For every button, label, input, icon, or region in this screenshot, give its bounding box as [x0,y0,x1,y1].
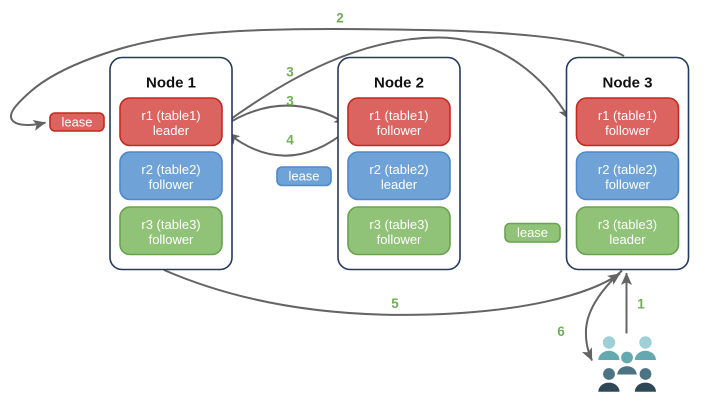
node-3-title: Node 3 [602,75,652,92]
lease-red-label: lease [61,115,92,130]
node-3-replica-r1: r1 (table1) follower [575,97,680,147]
node-3-replica-r2-role: follower [605,177,650,192]
user-front-right [634,368,656,392]
user-back-left [598,336,620,360]
node-2-title: Node 2 [374,75,424,92]
arrow-step4-node2-to-node1 [226,128,349,157]
node-1-replica-r3-range: r3 (table3) [141,217,200,232]
user-middle-head [621,351,633,364]
node-3-replica-r3: r3 (table3) leader [575,206,680,256]
node-1-replica-r1-box [119,97,223,147]
user-back-right-body [634,350,656,360]
node-3-replica-r2: r2 (table2) follower [575,151,680,201]
node-2-replica-r3-box [347,206,451,256]
node-1-replica-r3: r3 (table3) follower [119,206,223,256]
lease-green: lease [504,222,561,243]
node-1: Node 1 r1 (table1) leader r2 (table2) fo… [109,56,233,271]
node-3-replica-r2-range: r2 (table2) [598,162,657,177]
users-group-icon [598,336,656,392]
node-2-replica-r2-range: r2 (table2) [369,162,428,177]
arrow-step2-node3-to-lease1 [9,28,625,131]
step-3b-label: 3 [286,94,294,109]
arrow-step3-node1-to-node2 [222,104,348,128]
user-middle-body [617,366,637,375]
lease-red-box [49,112,105,132]
node-3-replica-r1-box [575,97,680,147]
node-2-replica-r3-range: r3 (table3) [369,217,428,232]
node-1-replica-r2: r2 (table2) follower [119,151,223,201]
step-2-label: 2 [336,10,344,25]
step-1-label: 1 [637,297,645,312]
node-3: Node 3 r1 (table1) follower r2 (table2) … [565,56,690,271]
arrow-step5-node1-to-node3 [163,269,621,316]
node-3-replica-r1-range: r1 (table1) [598,108,657,123]
node-1-replica-r2-range: r2 (table2) [141,162,200,177]
user-back-right-head [639,336,652,349]
step-4-label: 4 [286,132,294,147]
node-2-replica-r3: r3 (table3) follower [347,206,451,256]
node-2: Node 2 r1 (table1) follower r2 (table2) … [337,56,461,271]
node-3-replica-r1-role: follower [605,123,650,138]
node-1-title: Node 1 [146,75,196,92]
user-back-right [634,336,656,360]
user-front-left [598,368,620,392]
node-1-replica-r1-range: r1 (table1) [141,108,200,123]
node-1-replica-r1: r1 (table1) leader [119,97,223,147]
node-3-replica-r2-box [575,151,680,201]
user-front-right-body [634,382,656,392]
node-3-replica-r3-box [575,206,680,256]
lease-blue: lease [276,166,332,187]
lease-green-label: lease [517,225,548,240]
user-middle [617,351,637,375]
node-1-replica-r1-role: leader [153,123,190,138]
user-front-left-body [598,382,620,392]
node-2-replica-r1: r1 (table1) follower [347,97,451,147]
node-2-replica-r1-range: r1 (table1) [369,108,428,123]
lease-green-box [504,222,561,243]
lease-red: lease [49,112,105,132]
user-front-left-head [603,368,615,380]
node-1-replica-r2-box [119,151,223,201]
user-back-left-body [598,350,620,360]
node-2-replica-r2-role: leader [381,177,418,192]
node-1-replica-r3-role: follower [149,232,194,247]
arrows-layer [9,28,632,361]
node-2-replica-r2: r2 (table2) leader [347,151,451,201]
node-3-replica-r3-role: leader [609,232,646,247]
arrow-step6-node3-to-clients [581,269,623,361]
user-back-left-head [602,336,616,349]
node-2-replica-r1-role: follower [377,123,422,138]
arrow-step3-node1-to-node3 [223,36,571,125]
node-3-replica-r3-range: r3 (table3) [598,217,657,232]
step-3a-label: 3 [286,64,294,79]
lease-blue-label: lease [288,169,319,184]
lease-blue-box [276,166,332,187]
user-front-right-head [639,368,652,380]
step-6-label: 6 [557,324,565,339]
node-2-replica-r2-box [347,151,451,201]
node-1-replica-r3-box [119,206,223,256]
step-5-label: 5 [391,296,399,311]
node-2-replica-r1-box [347,97,451,147]
step-numbers: 1 2 3 3 4 5 6 [286,10,645,339]
lease-labels: lease lease lease [49,112,561,243]
node-2-replica-r3-role: follower [377,232,422,247]
node-1-replica-r2-role: follower [149,177,194,192]
